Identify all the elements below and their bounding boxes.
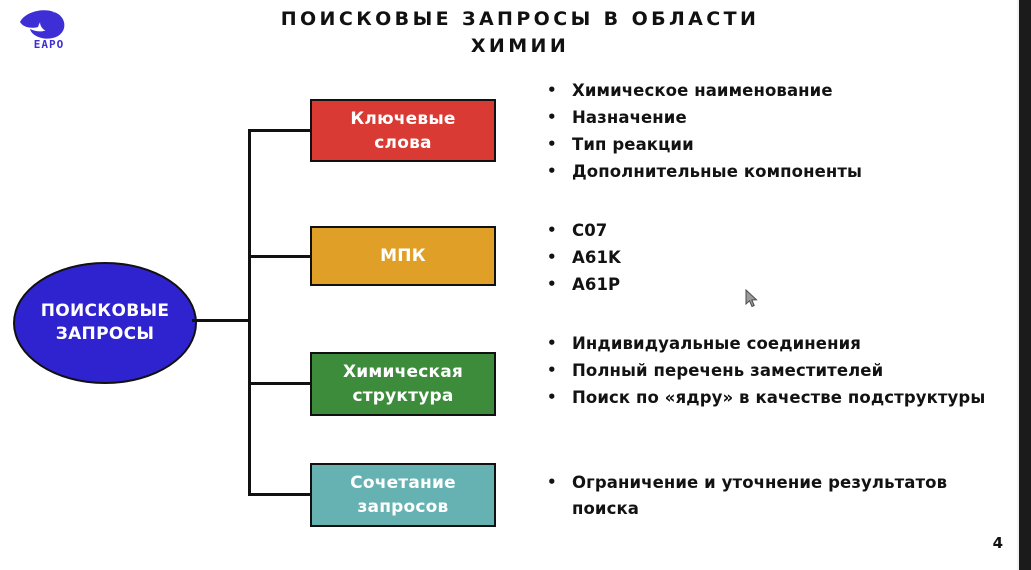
node-keywords-line2: слова (374, 132, 432, 153)
node-keywords: Ключевые слова (310, 99, 496, 162)
list-item: Поиск по «ядру» в качестве подструктуры (541, 384, 986, 411)
bullet-group-keywords: Химическое наименование Назначение Тип р… (541, 77, 986, 186)
node-ipc: МПК (310, 226, 496, 286)
list-item: A61P (541, 271, 986, 298)
bullet-group-chemical-structure: Индивидуальные соединения Полный перечен… (541, 330, 986, 412)
connector-branch-2 (248, 255, 312, 258)
connector-branch-3 (248, 382, 312, 385)
list-item: Назначение (541, 104, 986, 131)
eapo-eye-icon (20, 10, 65, 39)
connector-branch-4 (248, 493, 312, 496)
root-node-line1: ПОИСКОВЫЕ (40, 301, 170, 321)
root-node-search-queries: ПОИСКОВЫЕ ЗАПРОСЫ (13, 262, 197, 384)
list-item: C07 (541, 217, 986, 244)
mouse-cursor-icon (745, 288, 759, 309)
node-ipc-line1: МПК (380, 246, 426, 266)
slide-frame-right-edge (1019, 0, 1031, 570)
node-query-combination: Сочетание запросов (310, 463, 496, 527)
node-query-combination-line2: запросов (357, 497, 449, 517)
list-item: Тип реакции (541, 131, 986, 158)
list-item: Ограничение и уточнение результатов поис… (541, 469, 986, 522)
page-title: ПОИСКОВЫЕ ЗАПРОСЫ В ОБЛАСТИ ХИМИИ (280, 8, 760, 57)
bullet-group-ipc: C07 A61K A61P (541, 217, 986, 299)
connector-branch-1 (248, 129, 312, 132)
page-number: 4 (992, 534, 1003, 552)
node-chemical-structure: Химическая структура (310, 352, 496, 416)
node-keywords-line1: Ключевые (350, 108, 456, 129)
list-item: Полный перечень заместителей (541, 357, 986, 384)
eapo-logo: EAPO (14, 8, 84, 56)
node-chemical-structure-line2: структура (352, 386, 454, 406)
bullet-group-query-combination: Ограничение и уточнение результатов поис… (541, 469, 986, 523)
root-node-line2: ЗАПРОСЫ (55, 324, 155, 344)
node-query-combination-line1: Сочетание (350, 473, 456, 493)
connector-vertical-spine (248, 129, 251, 496)
list-item: Индивидуальные соединения (541, 330, 986, 357)
eapo-logo-text: EAPO (33, 38, 65, 51)
slide-frame-right-inner (1017, 0, 1019, 570)
node-chemical-structure-line1: Химическая (342, 362, 464, 382)
connector-root-stem (192, 319, 251, 322)
list-item: Химическое наименование (541, 77, 986, 104)
list-item: Дополнительные компоненты (541, 158, 986, 185)
list-item: A61K (541, 244, 986, 271)
